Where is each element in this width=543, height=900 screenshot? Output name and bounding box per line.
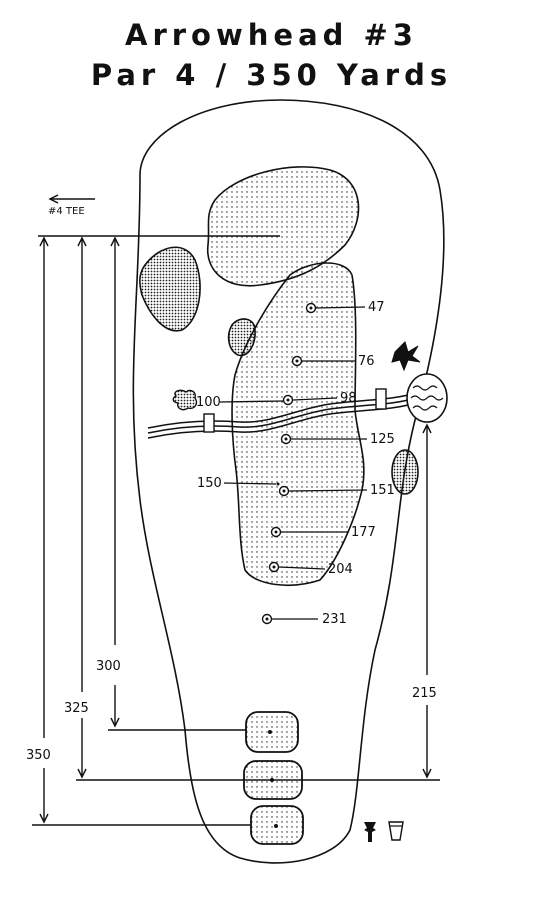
hole-outline bbox=[132, 99, 445, 864]
marker-label: 76 bbox=[358, 354, 375, 369]
marker-204: 204 bbox=[268, 561, 353, 577]
dimension-lines bbox=[32, 235, 440, 826]
marker-label: 98 bbox=[340, 391, 357, 406]
marker-label: 100 bbox=[196, 395, 221, 410]
green bbox=[206, 166, 360, 287]
dimension-215-label: 215 bbox=[412, 686, 437, 701]
marker-label: 125 bbox=[370, 432, 395, 447]
marker-231: 231 bbox=[261, 612, 347, 627]
marker-label: 231 bbox=[322, 612, 347, 627]
marker-label: 150 bbox=[197, 476, 222, 491]
fairway bbox=[231, 262, 365, 586]
creek-bridge-left bbox=[203, 413, 215, 433]
dimension-325-label: 325 bbox=[64, 701, 89, 716]
ball-washer-icon bbox=[388, 821, 404, 841]
pond bbox=[406, 373, 448, 423]
bunker-right bbox=[391, 449, 419, 495]
hole-subtitle: Par 4 / 350 Yards bbox=[90, 58, 453, 92]
marker-label: 177 bbox=[351, 525, 376, 540]
marker-150: 150 bbox=[197, 476, 280, 491]
tee-note-label: #4 TEE bbox=[48, 206, 85, 217]
tree-icon bbox=[364, 822, 376, 842]
marker-177: 177 bbox=[270, 525, 376, 540]
creek-bridge-right bbox=[375, 388, 387, 410]
tee-note: #4 TEE bbox=[48, 194, 95, 217]
marker-label: 151 bbox=[370, 483, 395, 498]
marker-76: 76 bbox=[291, 354, 375, 369]
marker-label: 204 bbox=[328, 562, 353, 577]
marker-125: 125 bbox=[280, 432, 395, 447]
creek-shrub bbox=[172, 389, 198, 411]
tree-cluster bbox=[391, 341, 421, 372]
marker-label: 47 bbox=[368, 300, 385, 315]
dimension-350-label: 350 bbox=[26, 748, 51, 763]
hole-title: Arrowhead #3 bbox=[125, 18, 418, 52]
marker-151: 151 bbox=[278, 483, 395, 498]
marker-98: 98 bbox=[282, 391, 357, 406]
marker-47: 47 bbox=[305, 300, 385, 315]
bunker-left bbox=[139, 246, 201, 332]
dimension-300-label: 300 bbox=[96, 659, 121, 674]
marker-100: 100 bbox=[196, 395, 284, 410]
